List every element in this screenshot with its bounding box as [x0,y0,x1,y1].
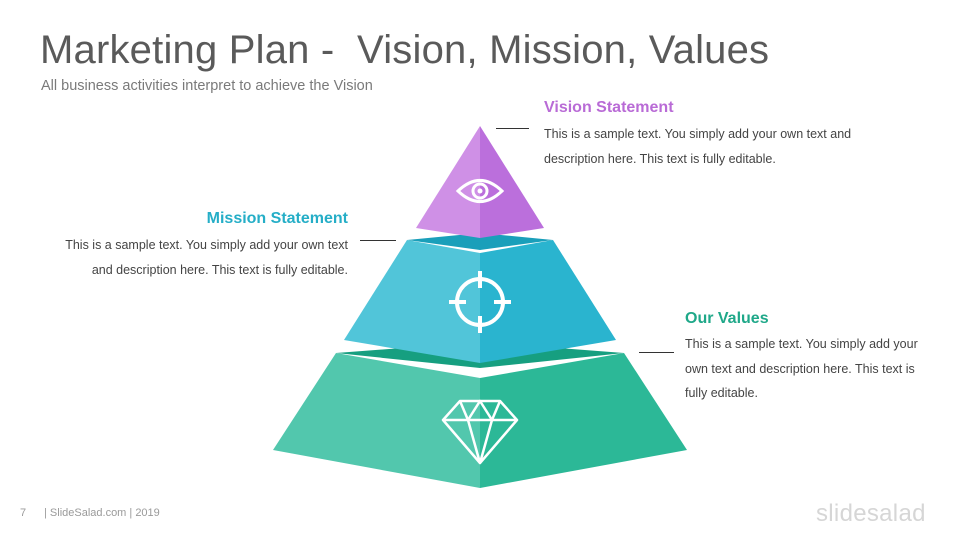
values-heading: Our Values [685,310,769,327]
values-tier-left-face [273,353,480,488]
slide-title: Marketing Plan - Vision, Mission, Values [40,28,770,72]
vision-tier-right-face [480,126,544,238]
diamond-icon [441,399,519,465]
mission-tier-left-face [344,240,480,363]
mission-tier-top-face [407,233,553,250]
mission-description-line: and description here. This text is fully… [91,262,348,277]
eye-icon [455,179,505,203]
values-description: This is a sample text. You simply add yo… [685,332,918,406]
values-description-line: fully editable. [685,386,758,400]
mission-tier-right-face [480,240,616,363]
target-crosshair-icon [449,271,511,333]
values-description-line: This is a sample text. You simply add yo… [685,337,918,351]
mission-heading: Mission Statement [206,210,348,227]
vision-description-line: description here. This text is fully edi… [544,151,776,166]
slide-subtitle: All business activities interpret to ach… [41,78,373,94]
mission-description-line: This is a sample text. You simply add yo… [65,238,348,252]
page-number: 7 [20,507,27,519]
vision-leader-line [496,128,529,129]
mission-leader-line [360,240,396,241]
values-description-line: own text and description here. This text… [685,361,915,376]
pyramid-tier-vision [416,126,544,238]
values-leader-line [639,352,674,353]
mission-description: This is a sample text. You simply add yo… [65,233,348,282]
pyramid-tier-values [273,342,687,488]
vision-heading: Vision Statement [544,99,674,116]
vision-description: This is a sample text. You simply add yo… [544,122,851,171]
pyramid-tier-mission [344,233,616,363]
brand-logo-text: slidesalad [816,500,926,527]
values-tier-right-face [480,353,687,488]
footer-credit: | SlideSalad.com | 2019 [44,507,160,519]
vision-tier-left-face [416,126,480,238]
vision-description-line: This is a sample text. You simply add yo… [544,127,852,141]
